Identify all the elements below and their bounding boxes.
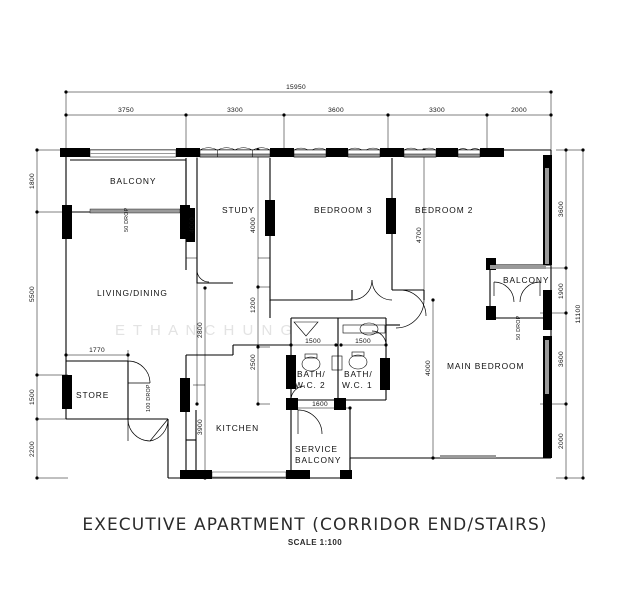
dim-left-1: 1800 — [29, 173, 36, 189]
dim-top-2: 3300 — [227, 107, 243, 114]
dim-top-5: 2000 — [511, 107, 527, 114]
drop-notes: 50 DROP 100 DROP 50 DROP — [124, 207, 522, 412]
room-label-kitchen: KITCHEN — [216, 423, 259, 433]
room-label-service-balcony-line2: BALCONY — [295, 455, 341, 465]
dim-corridor-2500: 2500 — [250, 354, 257, 370]
room-label-main-bedroom: MAIN BEDROOM — [447, 361, 524, 371]
dim-right-4: 2000 — [558, 433, 565, 449]
dim-top-4: 3300 — [429, 107, 445, 114]
page-title: EXECUTIVE APARTMENT (CORRIDOR END/STAIRS… — [82, 515, 548, 535]
dim-bath2-width: 1500 — [305, 338, 321, 345]
dim-top-1: 3750 — [118, 107, 134, 114]
glazing-bands — [89, 149, 549, 478]
dim-main-bedroom-depth: 4000 — [425, 360, 432, 376]
dimension-labels: 15950 3750 3300 3600 3300 2000 1800 5500… — [29, 84, 582, 457]
dim-bedroom2-depth: 4700 — [416, 227, 423, 243]
room-label-living-dining: LIVING/DINING — [97, 288, 168, 298]
dim-right-1: 3600 — [558, 201, 565, 217]
note-50-drop-main-balcony: 50 DROP — [516, 315, 522, 340]
dim-bedroom3-depth: 4000 — [250, 217, 257, 233]
room-label-bath-wc2-line1: BATH/ — [297, 369, 326, 379]
dim-right-3: 3600 — [558, 351, 565, 367]
drawing-title-block: EXECUTIVE APARTMENT (CORRIDOR END/STAIRS… — [0, 515, 630, 547]
dim-bath1-width: 1500 — [355, 338, 371, 345]
dim-right-2: 1900 — [558, 283, 565, 299]
room-label-bath-wc1-line2: W.C. 1 — [342, 380, 373, 390]
room-label-service-balcony-line1: SERVICE — [295, 444, 338, 454]
room-labels: BALCONY STUDY BEDROOM 3 BEDROOM 2 LIVING… — [76, 176, 549, 465]
dim-corridor-1200: 1200 — [250, 297, 257, 313]
watermark-text: E T H A N C H U N G — [115, 322, 294, 339]
window-swing-arcs — [199, 147, 481, 157]
sanitary-fixtures — [293, 321, 386, 372]
dim-top-3: 3600 — [328, 107, 344, 114]
room-label-bath-wc2-line2: W.C. 2 — [295, 380, 326, 390]
note-100-drop-entry: 100 DROP — [146, 384, 152, 412]
dim-left-3: 1500 — [29, 389, 36, 405]
room-label-store: STORE — [76, 390, 109, 400]
dim-overall-right: 11100 — [575, 305, 582, 324]
dim-living-2800: 2800 — [197, 322, 204, 338]
scale-note: SCALE 1:100 — [287, 538, 343, 547]
dim-left-2: 5500 — [29, 286, 36, 302]
structural-walls — [60, 148, 552, 479]
dim-study-depth: 4000 — [189, 217, 196, 233]
room-label-bath-wc1-line1: BATH/ — [344, 369, 373, 379]
room-label-bedroom-2: BEDROOM 2 — [415, 205, 473, 215]
dim-kitchen-3900: 3900 — [197, 419, 204, 435]
room-label-bedroom-3: BEDROOM 3 — [314, 205, 372, 215]
room-label-balcony-main: BALCONY — [503, 275, 549, 285]
dim-overall-top: 15950 — [286, 84, 306, 91]
dim-left-4: 2200 — [29, 441, 36, 457]
door-swings — [127, 269, 541, 442]
note-50-drop-front: 50 DROP — [124, 207, 130, 232]
room-label-balcony-front: BALCONY — [110, 176, 156, 186]
room-label-study: STUDY — [222, 205, 255, 215]
dim-service-balcony-width: 1600 — [312, 401, 328, 408]
dim-store-width: 1770 — [89, 347, 105, 354]
